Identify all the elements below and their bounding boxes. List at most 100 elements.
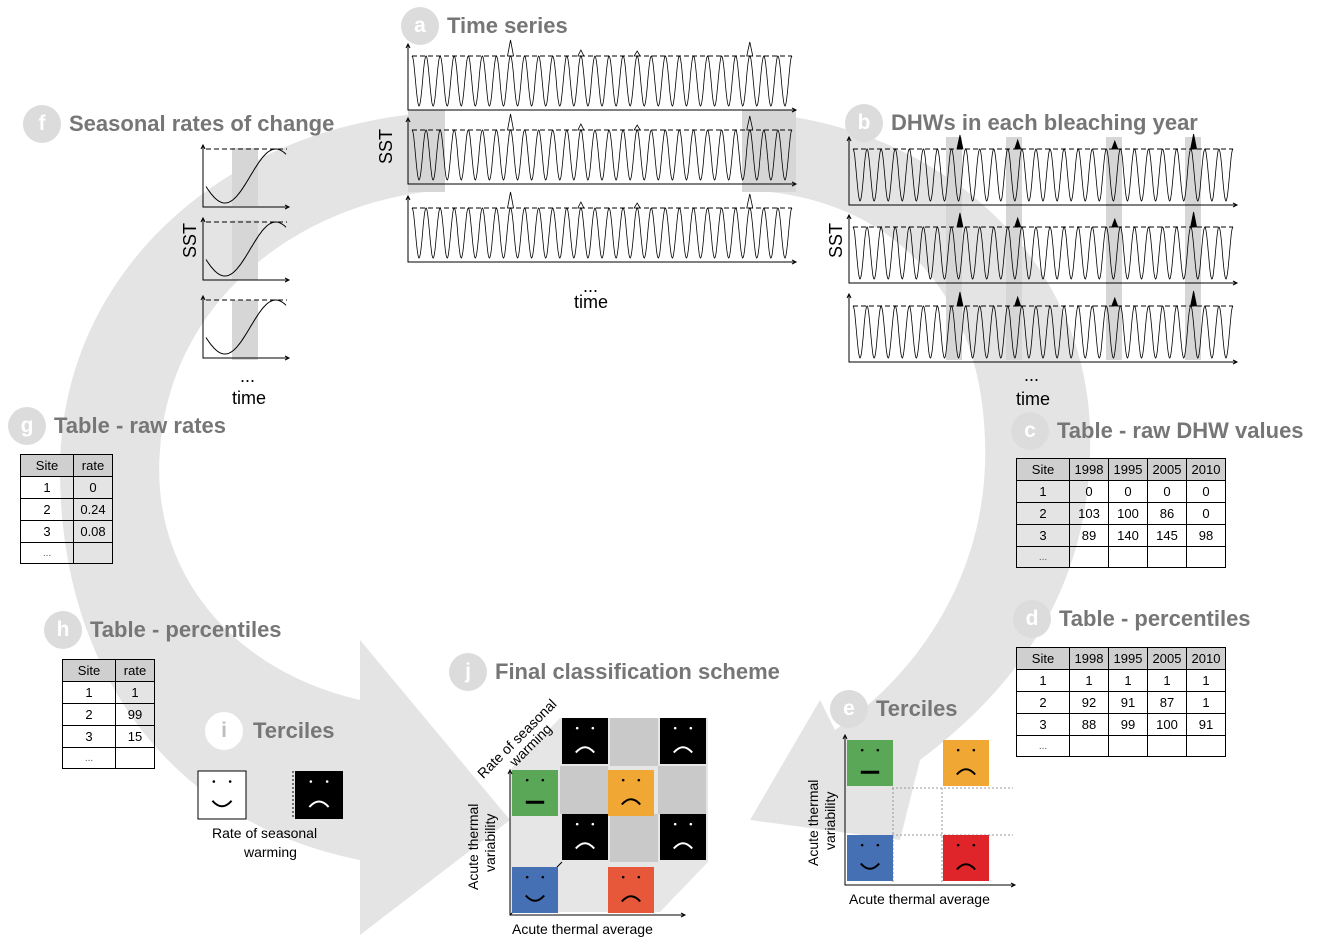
raw-dhw-cell: 3 xyxy=(1016,524,1070,547)
rate-pct-header-cell: Site xyxy=(62,659,116,682)
panel-j-face-black-2-mouth xyxy=(673,746,693,754)
dhw-pct-cell: 1 xyxy=(1069,669,1109,692)
panel-f-header: f Seasonal rates of change xyxy=(23,105,334,143)
panel-g-title: Table - raw rates xyxy=(54,413,226,438)
panel-j-face-black-4-mouth xyxy=(673,842,693,850)
panel-b-series-2-peak xyxy=(1014,295,1022,307)
panel-j-face-blue xyxy=(512,867,558,913)
raw-dhw-cell xyxy=(1186,546,1226,568)
panel-a-series-2-peak xyxy=(746,193,754,209)
panel-j-face-black-3-mouth xyxy=(575,842,595,850)
flow-arrow-left xyxy=(60,112,510,935)
panel-g-badge: g xyxy=(8,407,46,445)
panel-j-face-green-square xyxy=(512,770,558,816)
panel-c-badge: c xyxy=(1011,412,1049,450)
panel-e-face-green-eye xyxy=(860,748,864,752)
panel-j-grey-cell xyxy=(560,766,608,814)
panel-b-axis-1 xyxy=(848,215,1237,284)
panel-j-face-black-2-square xyxy=(660,718,706,764)
panel-h-header: h Table - percentiles xyxy=(44,611,282,649)
panel-e-face-blue-mouth xyxy=(860,862,880,870)
panel-a-series-0-peak xyxy=(507,39,514,57)
panel-a-axis-2-arrow-x xyxy=(791,259,798,265)
panel-c-title: Table - raw DHW values xyxy=(1057,418,1304,443)
panel-j-face-orange-eye xyxy=(621,778,625,782)
panel-j-face-black-2-eye xyxy=(689,726,693,730)
panel-b-more: ... xyxy=(1024,365,1040,385)
panel-j-header: j Final classification scheme xyxy=(449,653,780,691)
panel-b-axis-2-arrow-y xyxy=(846,292,852,299)
raw-rates-cell: 0.24 xyxy=(73,498,113,521)
panel-i-face-high-mouth xyxy=(308,800,330,808)
raw-dhw-header-cell: 2005 xyxy=(1147,458,1187,481)
panel-j-face-green-eye xyxy=(525,778,529,782)
raw-rates-cell: 1 xyxy=(20,476,74,499)
panel-j-grey-cell xyxy=(610,814,658,862)
panel-e-face-red-eye xyxy=(956,843,960,847)
rate-pct-header-cell: rate xyxy=(115,659,155,682)
dhw-pct-cell: 1 xyxy=(1186,669,1226,692)
panel-j-face-green-eye xyxy=(541,778,545,782)
panel-j-face-black-1-square xyxy=(562,718,608,764)
panel-f-axis-1 xyxy=(202,218,289,281)
raw-dhw-cell: 89 xyxy=(1069,524,1109,547)
panel-d-badge: d xyxy=(1013,600,1051,638)
panel-j-axis-arrow-y xyxy=(507,768,513,775)
rate-pct-cell xyxy=(115,747,155,769)
panel-j-face-black-1-eye xyxy=(591,726,595,730)
panel-a-series-0-peak xyxy=(633,50,641,57)
raw-rates-cell: 0.08 xyxy=(73,520,113,543)
panel-b-axis-1-arrow-y xyxy=(846,213,852,220)
raw-dhw-cell: ... xyxy=(1016,546,1070,568)
panel-b-badge: b xyxy=(845,104,883,142)
dhw-pct-row: ... xyxy=(1016,735,1226,757)
rate-pct-cell: 99 xyxy=(115,703,155,726)
panel-a-series-2 xyxy=(411,207,793,259)
panel-f-axis-2-arrow-x xyxy=(284,355,291,361)
panel-j-ylabel-1: Acute thermal xyxy=(465,803,481,890)
panel-f-ylabel: SST xyxy=(180,222,200,258)
panel-j-face-black-3 xyxy=(562,814,608,860)
panel-j-ylabel-2: variability xyxy=(482,813,498,872)
panel-f-series-0 xyxy=(205,148,287,204)
panel-b-xlabel: time xyxy=(1016,389,1051,409)
panel-i-badge: i xyxy=(203,710,245,752)
panel-i-title: Terciles xyxy=(253,718,335,743)
panel-j-face-red-mouth xyxy=(621,895,641,903)
panel-b-series-1-peak xyxy=(1014,216,1022,228)
panel-d-header: d Table - percentiles xyxy=(1013,600,1251,638)
panel-e-face-blue-eye xyxy=(860,843,864,847)
panel-g-header: g Table - raw rates xyxy=(8,407,226,445)
panel-e-face-orange-eye xyxy=(972,748,976,752)
panel-e-xlabel: Acute thermal average xyxy=(849,891,990,907)
panel-e-face-red-square xyxy=(943,835,989,881)
panel-j-face-black-3-square xyxy=(562,814,608,860)
panel-j-face-blue-eye xyxy=(541,875,545,879)
raw-dhw-cell: 0 xyxy=(1186,502,1226,525)
panel-e-face-green-square xyxy=(847,740,893,786)
panel-b-axis-0-arrow-x xyxy=(1232,202,1239,208)
dhw-pct-cell xyxy=(1147,735,1187,757)
panel-b-series-1-peak xyxy=(1190,211,1198,228)
raw-rates-cell: ... xyxy=(20,542,74,564)
panel-b-series-0-peak xyxy=(1190,133,1198,150)
panel-j-grey-cell xyxy=(610,718,658,766)
panel-j-axis-arrow-x xyxy=(680,912,687,918)
panel-f-axis-1-arrow-x xyxy=(284,277,291,283)
panel-i-xlabel-1: Rate of seasonal xyxy=(212,825,318,841)
panel-e-face-blue-square xyxy=(847,835,893,881)
panel-b-series-0-peak xyxy=(1111,139,1119,150)
panel-a-series-2-peak xyxy=(633,202,641,209)
raw-rates-cell: 3 xyxy=(20,520,74,543)
panel-b-series-2-peak xyxy=(1190,290,1198,307)
raw-rates-cell: 0 xyxy=(73,476,113,499)
raw-dhw-cell: 140 xyxy=(1108,524,1148,547)
